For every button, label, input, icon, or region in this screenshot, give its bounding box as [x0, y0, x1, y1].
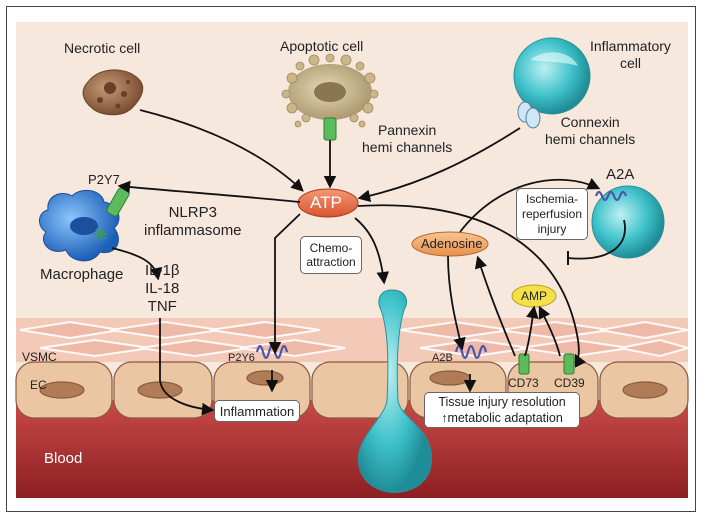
p2y7-label: P2Y7	[88, 172, 120, 187]
adenosine-label: Adenosine	[421, 236, 483, 251]
ec-label: EC	[30, 378, 47, 392]
a2b-label: A2B	[432, 352, 453, 364]
macrophage	[39, 189, 120, 262]
atp-node	[297, 188, 359, 218]
amp-label: AMP	[521, 289, 548, 303]
macrophage-label: Macrophage	[40, 266, 124, 283]
vsmc-layer	[16, 318, 692, 362]
cd39-enzyme	[563, 353, 575, 375]
nlrp3-label: NLRP3 inflammasome	[144, 204, 242, 239]
necrotic-cell	[82, 69, 144, 116]
p2y6-label: P2Y6	[228, 352, 255, 364]
inflammatory-cell	[513, 37, 591, 115]
connexin-label: Connexin hemi channels	[545, 114, 636, 147]
cytokines-label: IL-1β IL-18 TNF	[145, 262, 180, 315]
chemoattraction-box: Chemo- attraction	[300, 236, 362, 274]
a2a-label: A2A	[606, 166, 635, 183]
inflammatory-cell-label: Inflammatory cell	[590, 38, 671, 71]
apoptotic-cell	[281, 53, 379, 128]
atp-label: ATP	[310, 193, 342, 212]
adenosine-node	[411, 231, 489, 257]
transmigrating-cell	[357, 289, 433, 493]
cd73-enzyme	[518, 353, 530, 375]
blood-label: Blood	[44, 450, 83, 467]
inflammation-box: Inflammation	[214, 400, 300, 422]
necrotic-cell-label: Necrotic cell	[64, 40, 141, 56]
apoptotic-cell-label: Apoptotic cell	[280, 38, 364, 54]
a2a-receptor	[594, 190, 628, 202]
ischemia-box: Ischemia- reperfusion injury	[516, 188, 588, 240]
cd73-label: CD73	[508, 376, 539, 390]
pannexin-label: Pannexin hemi channels	[362, 122, 453, 155]
a2a-inhibition	[567, 219, 626, 260]
connexin-channel	[517, 101, 541, 129]
adenosine-a2a-arrow	[459, 177, 601, 233]
a2a-cell	[591, 185, 665, 259]
pannexin-channel	[323, 117, 337, 141]
resolution-box: Tissue injury resolution ↑metabolic adap…	[424, 392, 580, 428]
cd39-label: CD39	[554, 376, 585, 390]
vsmc-label: VSMC	[22, 350, 57, 364]
pathway-arrows	[111, 109, 587, 416]
endothelial-layer	[15, 361, 689, 419]
